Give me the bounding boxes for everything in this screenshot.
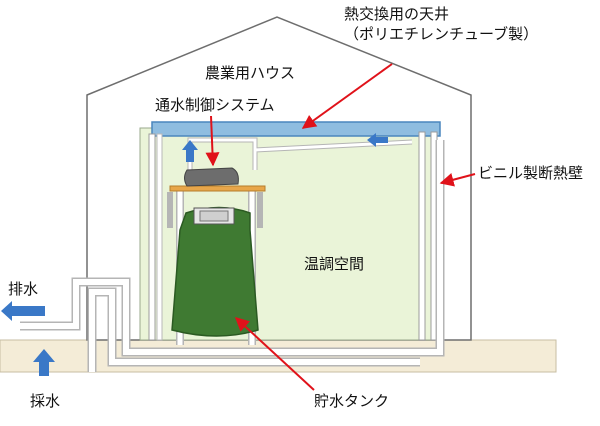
flow-arrow-icon bbox=[1, 301, 45, 321]
pointer-control bbox=[205, 115, 220, 167]
label-ceiling-line2: （ポリエチレンチューブ製） bbox=[344, 25, 539, 43]
flow-arrow-icon bbox=[182, 140, 198, 162]
label-tank: 貯水タンク bbox=[314, 392, 390, 410]
label-control-system: 通水制御システム bbox=[155, 96, 275, 114]
flow-arrow-icon bbox=[367, 133, 388, 147]
label-house: 農業用ハウス bbox=[205, 64, 296, 82]
pointer-wall bbox=[439, 173, 476, 187]
intake-pipe-core bbox=[89, 289, 420, 372]
label-space: 温調空間 bbox=[304, 255, 365, 273]
control-box bbox=[184, 167, 239, 187]
wall-post-left bbox=[148, 133, 156, 341]
storage-tank bbox=[171, 206, 259, 337]
wall-post-right bbox=[418, 131, 426, 341]
insulating-wall bbox=[148, 131, 438, 341]
pointer-ceiling bbox=[301, 63, 393, 129]
tank-lid-inner bbox=[199, 210, 229, 222]
label-intake: 採水 bbox=[30, 392, 61, 410]
pointer-tank bbox=[234, 317, 315, 391]
pointer-arrows bbox=[205, 63, 476, 391]
flow-arrows bbox=[1, 133, 388, 376]
label-ceiling-line1: 熱交換用の天井 bbox=[344, 5, 450, 23]
label-wall: ビニル製断熱壁 bbox=[478, 164, 584, 182]
label-drain: 排水 bbox=[8, 280, 39, 298]
wall-post-left-inner bbox=[156, 133, 163, 341]
ceiling-panel bbox=[151, 121, 441, 137]
flow-arrow-icon bbox=[33, 349, 55, 376]
drain-pipe-core bbox=[20, 140, 443, 355]
control-shelf bbox=[169, 185, 266, 192]
